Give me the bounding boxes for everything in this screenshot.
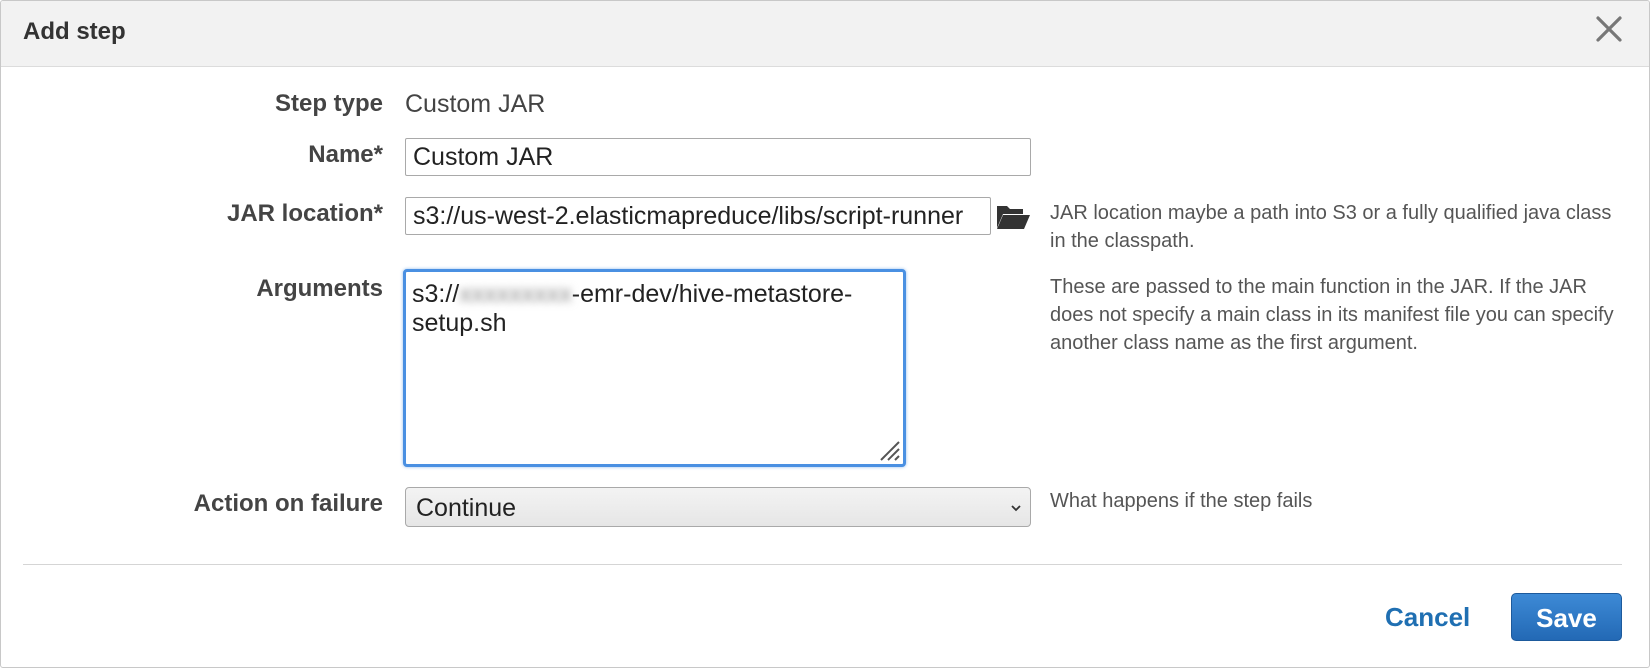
chevron-down-icon	[1010, 501, 1022, 513]
arguments-prefix: s3://	[412, 280, 460, 308]
arguments-suffix: -emr-dev/hive-metastore-setup.sh	[412, 280, 853, 337]
arguments-value: s3://xxxxxxxxx-emr-dev/hive-metastore-se…	[412, 280, 882, 338]
action-on-failure-selected: Continue	[416, 494, 517, 522]
resize-grip-icon[interactable]	[877, 438, 901, 462]
cancel-button[interactable]: Cancel	[1385, 602, 1471, 632]
jar-location-input[interactable]	[405, 197, 991, 235]
arguments-textarea[interactable]: s3://xxxxxxxxx-emr-dev/hive-metastore-se…	[403, 269, 906, 467]
arguments-help: These are passed to the main function in…	[1050, 276, 1614, 354]
step-type-label: Step type	[274, 90, 383, 117]
step-type-value: Custom JAR	[405, 90, 546, 118]
footer-divider	[23, 564, 1622, 565]
jar-location-label: JAR location*	[226, 200, 383, 227]
jar-location-help: JAR location maybe a path into S3 or a f…	[1050, 202, 1612, 252]
action-on-failure-label: Action on failure	[193, 490, 383, 517]
folder-open-icon[interactable]	[995, 201, 1031, 231]
save-button[interactable]: Save	[1511, 593, 1622, 641]
name-input[interactable]	[405, 138, 1031, 176]
dialog-header: Add step	[1, 1, 1649, 67]
name-label: Name*	[308, 141, 383, 168]
arguments-label: Arguments	[256, 275, 383, 302]
action-on-failure-help: What happens if the step fails	[1050, 490, 1313, 512]
close-icon[interactable]	[1591, 11, 1627, 47]
dialog-title: Add step	[23, 18, 126, 45]
arguments-redacted: xxxxxxxxx	[459, 280, 572, 308]
action-on-failure-select[interactable]: Continue	[405, 487, 1031, 527]
